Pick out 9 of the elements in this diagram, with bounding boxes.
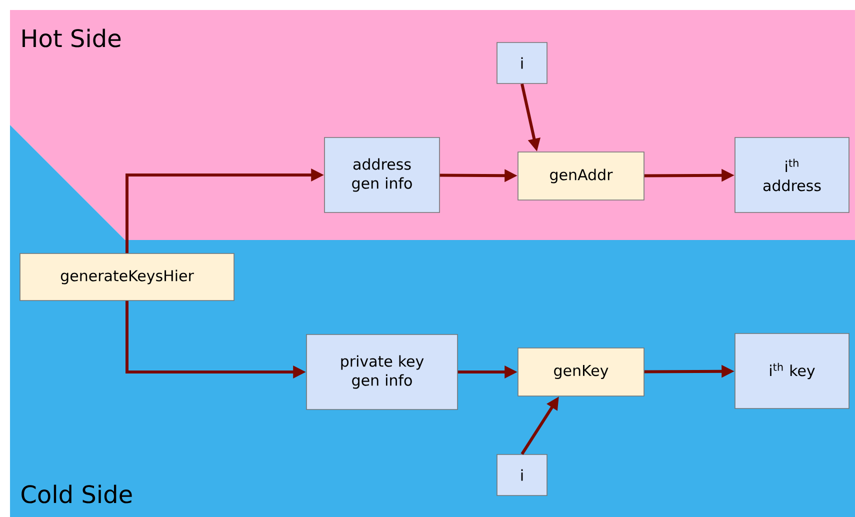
data-box: address gen info (324, 137, 440, 213)
data-box: i$^{th}$ address (734, 137, 850, 213)
function-box: genAddr (518, 152, 644, 200)
data-box: i (496, 42, 548, 84)
function-box: genKey (518, 348, 644, 396)
function-box: generateKeysHier (20, 253, 234, 301)
data-box: private key gen info (306, 334, 458, 410)
data-box: i (496, 454, 548, 496)
data-box: i$^{th}$ key (734, 333, 850, 409)
